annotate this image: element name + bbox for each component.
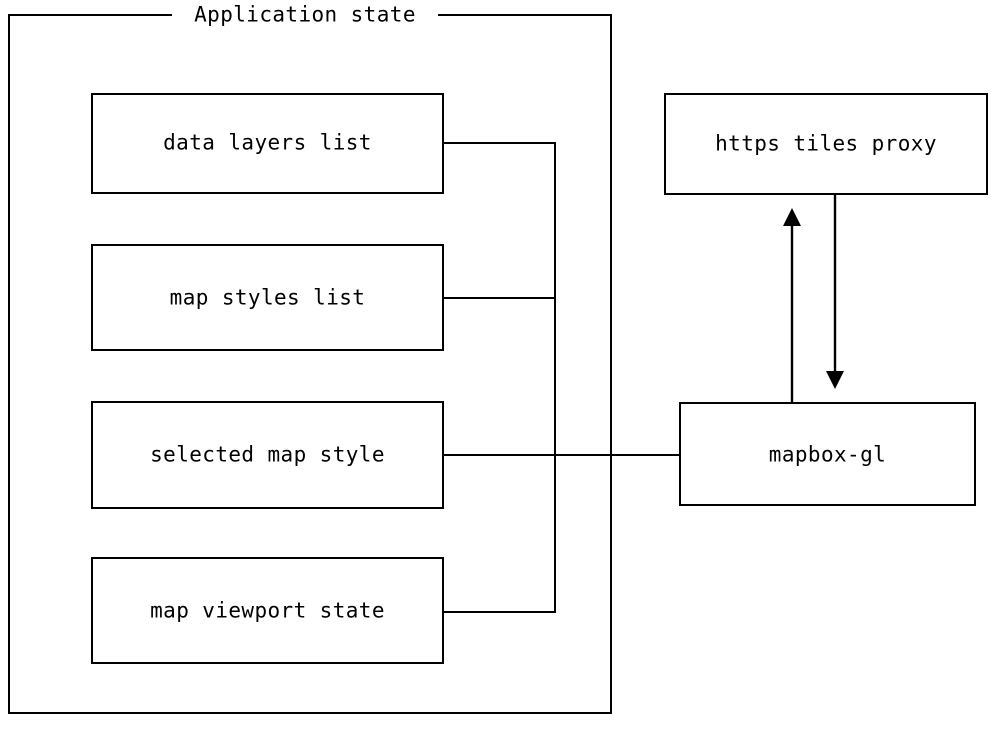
tiles-request-arrowhead <box>783 208 801 226</box>
external-box-label-mapbox-gl: mapbox-gl <box>768 442 887 467</box>
state-box-selected-map-style[interactable] <box>90 400 445 510</box>
state-box-data-layers-list[interactable] <box>90 92 445 195</box>
frame-title-application-state: Application state <box>172 4 438 26</box>
external-box-rects <box>663 92 989 507</box>
state-box-label-selected-map-style: selected map style <box>150 442 385 467</box>
external-box-mapbox-gl[interactable] <box>678 401 977 507</box>
state-box-label-data-layers-list: data layers list <box>163 130 372 155</box>
tiles-response-arrowhead <box>826 371 844 389</box>
state-box-map-viewport-state[interactable] <box>90 556 445 665</box>
connector-lines <box>443 141 681 614</box>
state-box-map-styles-list[interactable] <box>90 243 445 352</box>
state-box-rects <box>90 92 445 665</box>
external-box-https-tiles-proxy[interactable] <box>663 92 989 196</box>
state-box-label-map-styles-list: map styles list <box>169 285 366 310</box>
tiles-arrows <box>783 195 844 403</box>
state-box-label-map-viewport-state: map viewport state <box>150 598 385 623</box>
application-state-frame <box>7 13 613 715</box>
external-box-label-https-tiles-proxy: https tiles proxy <box>715 131 937 156</box>
